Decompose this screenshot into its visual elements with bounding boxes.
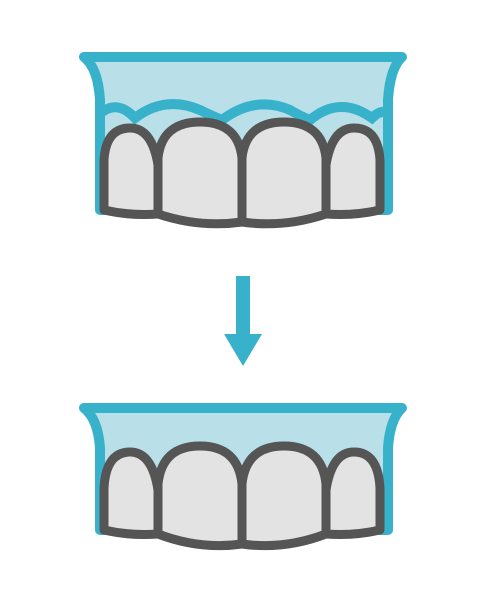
gum-line-after <box>79 403 407 551</box>
gum-line-before <box>79 52 407 229</box>
tooth-after-1 <box>99 447 163 539</box>
tooth-before-2 <box>153 117 247 229</box>
tooth-after-4 <box>321 447 385 539</box>
tooth-before-1 <box>99 123 163 219</box>
tooth-before-3 <box>237 117 331 229</box>
tooth-after-2 <box>153 441 247 551</box>
tooth-before-4 <box>321 123 385 219</box>
down-arrow-icon <box>224 276 262 366</box>
gum-scallop-before <box>97 99 393 126</box>
tooth-after-3 <box>237 441 331 551</box>
teeth-before <box>99 117 385 229</box>
teeth-after <box>99 441 385 551</box>
